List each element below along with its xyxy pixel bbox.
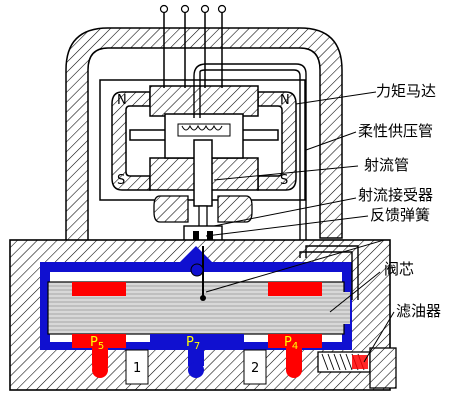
port-labels: P5 P7 P4 1 2 xyxy=(90,335,298,376)
port-p5-label: P5 xyxy=(90,335,104,352)
jet-pipe xyxy=(193,139,213,231)
upper-pole-piece xyxy=(149,85,259,117)
callout-torque-motor: 力矩马达 xyxy=(376,82,437,100)
callout-jet-receiver: 射流接受器 xyxy=(358,186,434,204)
return-port-p7 xyxy=(150,334,244,378)
control-port-2-label: 2 xyxy=(251,361,259,376)
coil-lead-wires xyxy=(163,12,223,88)
supply-pressure-chamber-right xyxy=(268,282,322,378)
callout-leader-lines xyxy=(205,91,395,363)
callout-oil-filter: 滤油器 xyxy=(396,302,442,320)
callout-flexible-supply-tube: 柔性供压管 xyxy=(358,122,434,140)
feedback-spring xyxy=(190,246,206,301)
control-port-2 xyxy=(243,349,267,385)
oil-filter xyxy=(317,347,397,389)
pole-s-right: S xyxy=(280,173,288,188)
callout-feedback-spring: 反馈弹簧 xyxy=(370,206,431,224)
control-port-1-label: 1 xyxy=(133,361,141,376)
terminal-posts xyxy=(159,4,227,14)
torque-motor-cover xyxy=(65,27,343,243)
callout-jet-pipe: 射流管 xyxy=(364,156,410,174)
supply-pressure-chamber-left xyxy=(72,282,126,378)
control-port-1 xyxy=(125,349,149,385)
pole-n-right: N xyxy=(280,93,290,108)
callout-spool: 阀芯 xyxy=(384,260,415,278)
flexure-block xyxy=(153,195,253,223)
supply-channel xyxy=(299,245,359,300)
pole-s-left: S xyxy=(117,173,125,188)
port-p7-label: P7 xyxy=(186,335,200,352)
flexible-supply-tube xyxy=(193,63,307,258)
pole-n-left: N xyxy=(117,93,127,108)
magnet-pole-labels: N N S S xyxy=(117,93,290,188)
port-p4-label: P4 xyxy=(284,335,298,352)
